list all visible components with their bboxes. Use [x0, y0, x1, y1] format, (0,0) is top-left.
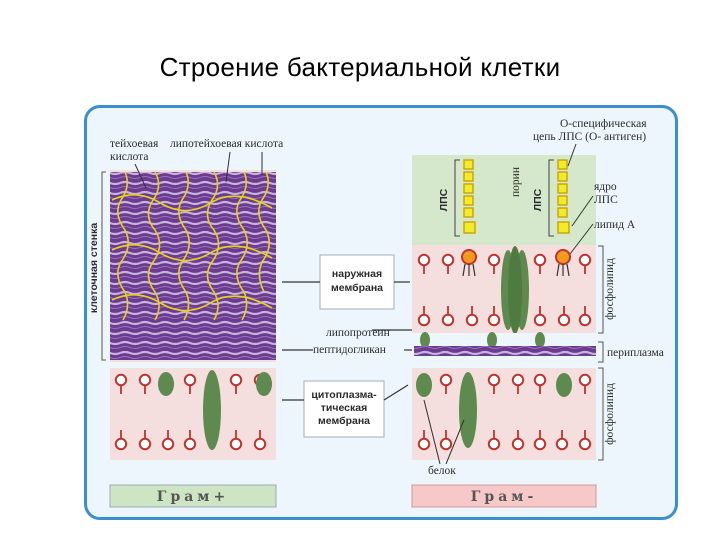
outer-membrane-label-1: наружная	[332, 268, 382, 280]
phospholipid-label-outer: фосфолипид	[604, 258, 616, 320]
gram-negative-brackets	[598, 246, 603, 460]
protein-label: белок	[428, 465, 456, 477]
gram-negative-label: Грам-	[471, 489, 538, 505]
gram-negative-cytoplasmic-membrane	[412, 368, 596, 460]
outer-membrane-label-2: мембрана	[331, 282, 383, 294]
cell-wall-label: клеточная стенка	[88, 223, 100, 314]
peptidoglycan-label: пептидогликан	[313, 344, 386, 356]
teichoic-acid-label-1: тейхоевая	[110, 138, 159, 150]
lipoteichoic-acid-label: липотейхоевая кислота	[170, 138, 283, 150]
lps-label-right: ЛПС	[532, 188, 544, 211]
cytoplasmic-membrane-label-3: мембрана	[318, 415, 370, 427]
lipid-a-label: липид А	[594, 219, 636, 231]
porin-label: порин	[510, 167, 522, 197]
phospholipid-label-inner: фосфолипид	[604, 383, 616, 445]
gram-negative-periplasm	[412, 332, 596, 368]
gram-positive-label: Грам+	[157, 489, 229, 505]
gram-positive-cytoplasmic-membrane	[110, 368, 276, 460]
periplasm-label: периплазма	[607, 347, 664, 359]
lps-core-label-2: ЛПС	[594, 194, 618, 206]
lps-label-left: ЛПС	[438, 188, 450, 211]
o-chain-label-2: цепь ЛПС (О- антиген)	[533, 131, 646, 143]
cytoplasmic-membrane-label-1: цитоплазма-	[311, 389, 377, 401]
o-chain-label-1: О-специфическая	[560, 118, 647, 130]
teichoic-acid-label-2: кислота	[110, 151, 148, 163]
lps-core-label-1: ядро	[594, 181, 617, 193]
cytoplasmic-membrane-label-2: тическая	[321, 402, 367, 414]
gram-positive-cell-wall-bracket	[102, 172, 106, 360]
lipoprotein-label: липопротеин	[326, 327, 390, 339]
porin-protein	[501, 246, 529, 334]
